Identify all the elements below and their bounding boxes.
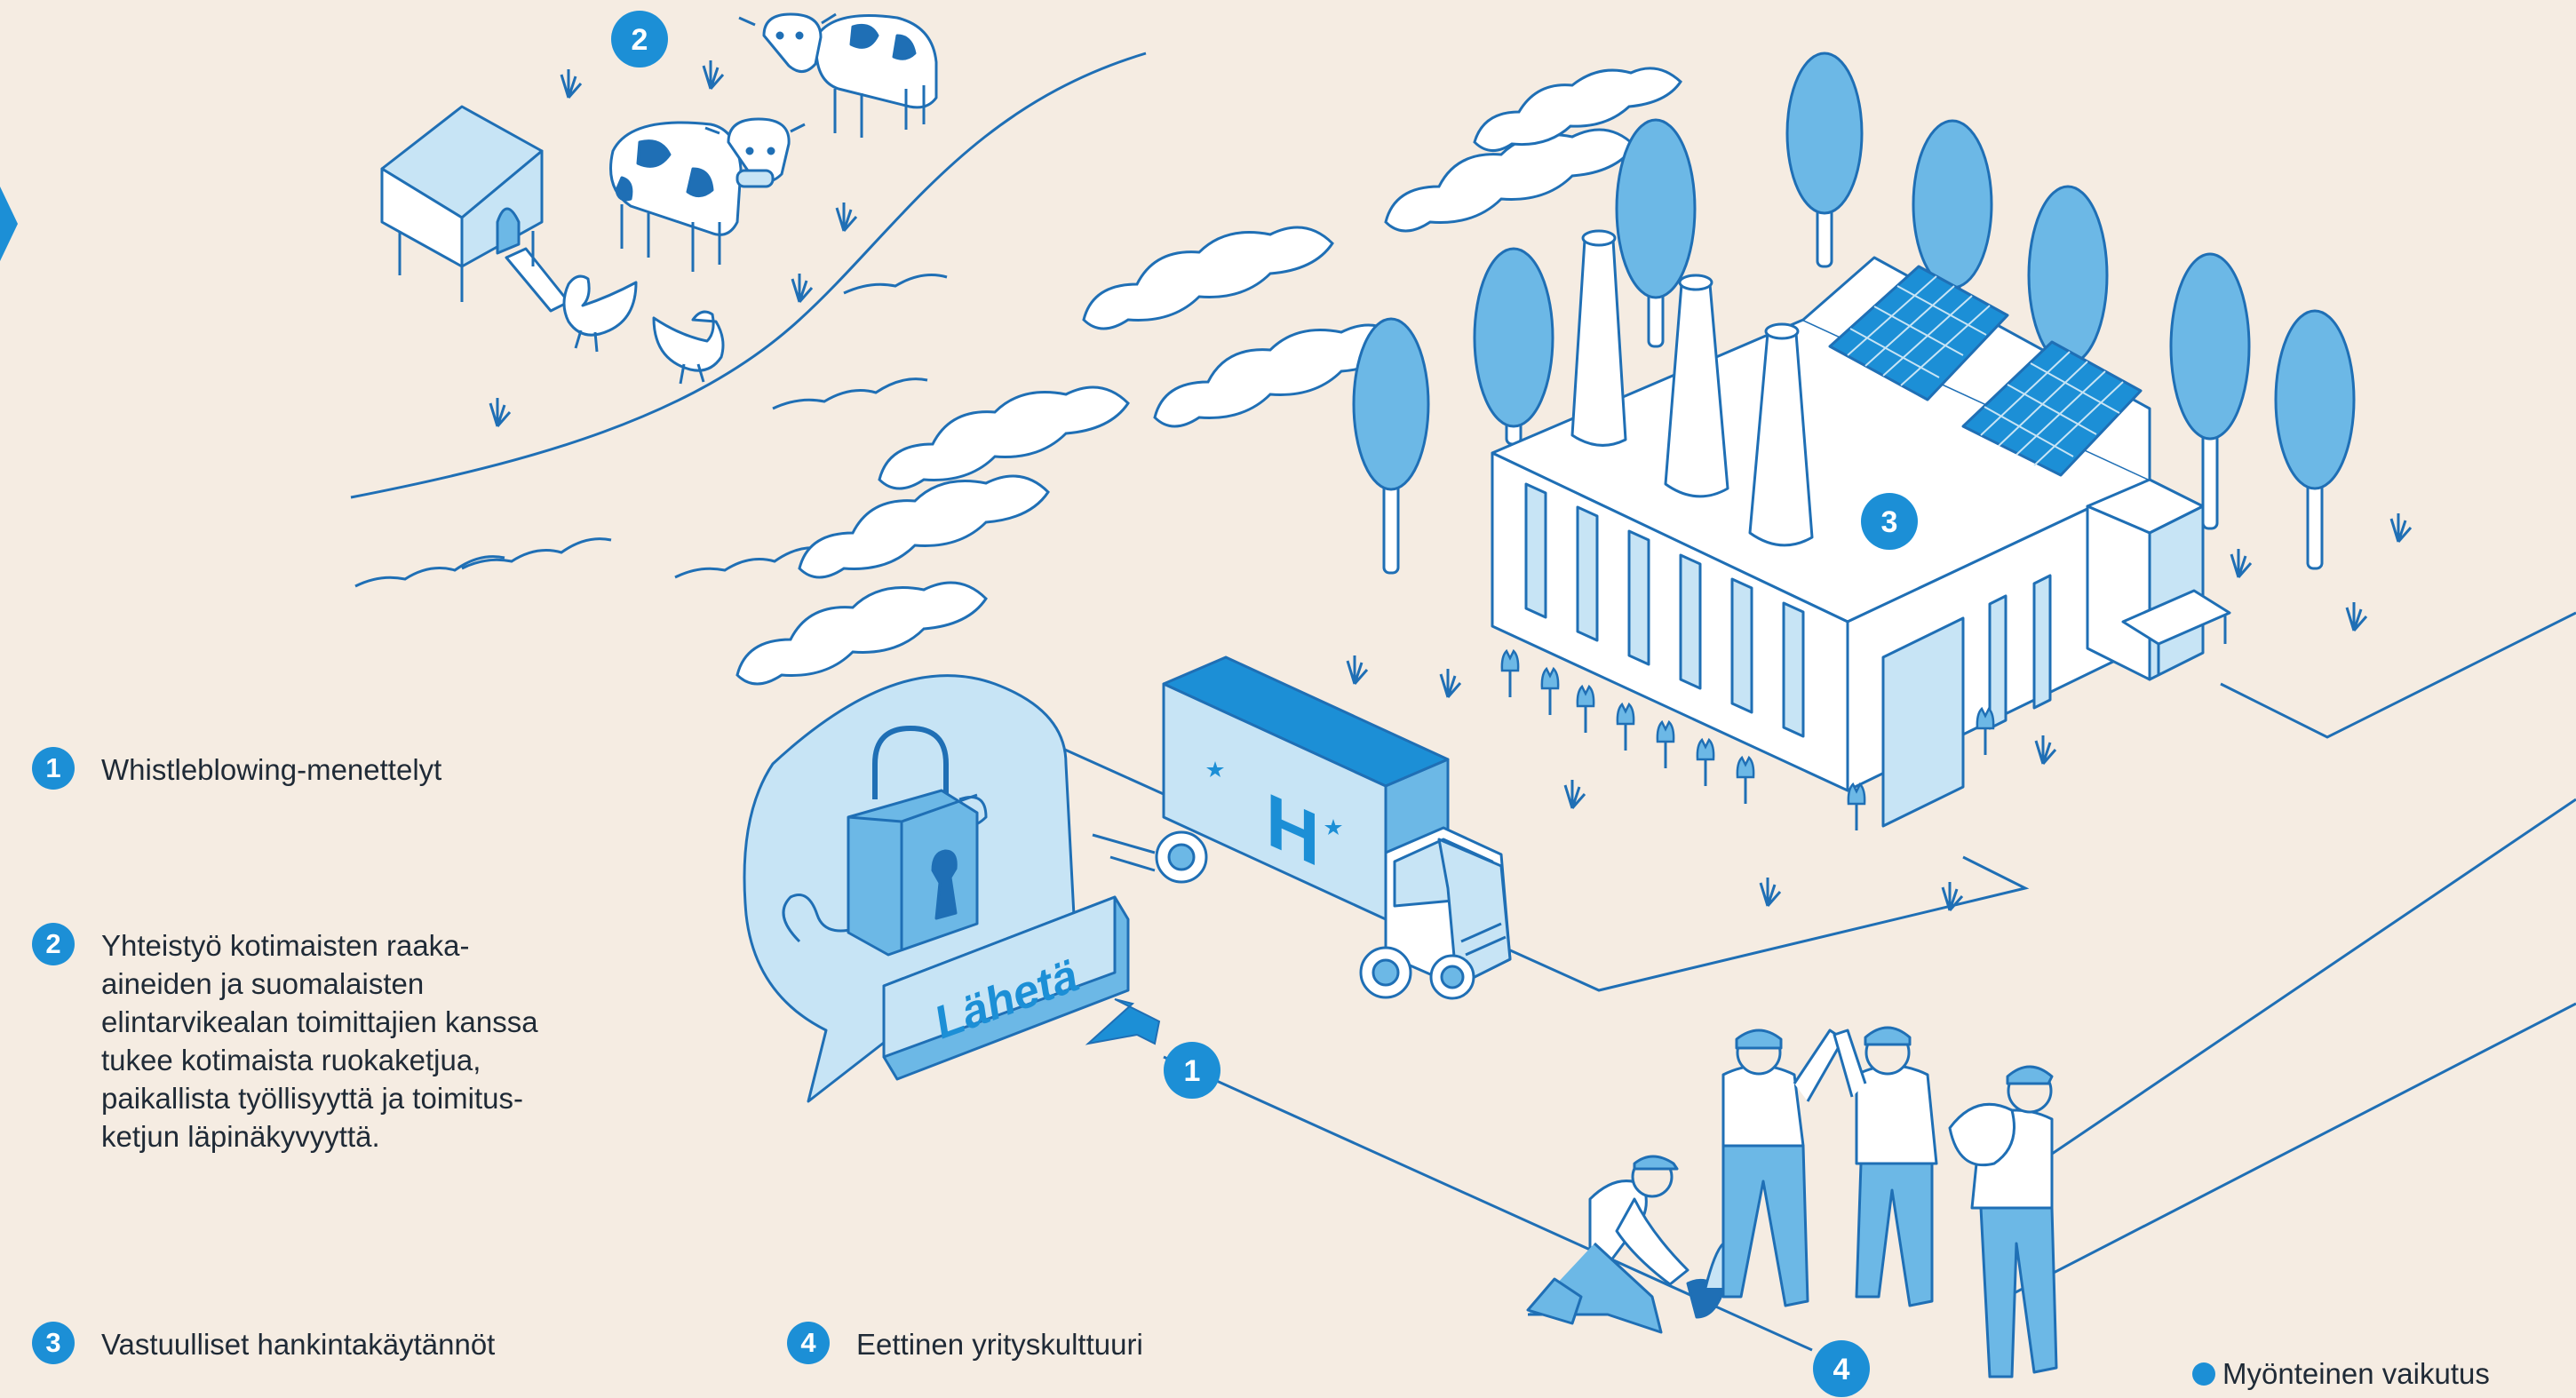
workers bbox=[1526, 1026, 2058, 1378]
worker-high-five-left bbox=[1721, 1029, 1845, 1307]
marker-1: 1 bbox=[1164, 1042, 1220, 1099]
cow-back bbox=[738, 12, 938, 138]
lock-icon bbox=[847, 726, 979, 957]
legend-positive-label: Myönteinen vaikutus bbox=[2222, 1357, 2490, 1390]
field-lines bbox=[350, 52, 1147, 588]
chickens bbox=[562, 274, 725, 385]
left-edge-marker bbox=[0, 187, 18, 261]
worker-carrying bbox=[1948, 1065, 2058, 1378]
legend-item-3: 3 Vastuulliset hankintakäytännöt bbox=[32, 1322, 496, 1364]
marker-2: 2 bbox=[611, 11, 668, 68]
delivery-truck: H bbox=[1092, 655, 1512, 1000]
meadow-grass bbox=[489, 59, 858, 428]
svg-text:4: 4 bbox=[1833, 1353, 1850, 1386]
cow-front bbox=[609, 117, 806, 272]
legend-number-2: 2 bbox=[32, 923, 75, 965]
legend-text-2: Yhteistyö kotimaisten raaka- aineiden ja… bbox=[101, 929, 538, 1153]
cursor-arrow-icon bbox=[1085, 998, 1161, 1045]
positive-impact-dot-icon bbox=[2192, 1362, 2215, 1386]
legend-number-1: 1 bbox=[32, 747, 75, 790]
worker-kneeling bbox=[1526, 1155, 1729, 1334]
scene-markers: 1 2 3 4 bbox=[611, 11, 1918, 1397]
cows bbox=[609, 12, 938, 272]
chicken-coop bbox=[380, 105, 570, 313]
legend-text-3: Vastuulliset hankintakäytännöt bbox=[101, 1328, 496, 1361]
legend-positive-impact: Myönteinen vaikutus bbox=[2192, 1357, 2490, 1391]
svg-text:1: 1 bbox=[1184, 1054, 1201, 1088]
legend-item-4: 4 Eettinen yrityskulttuuri bbox=[787, 1322, 1143, 1364]
legend-item-2: 2 Yhteistyö kotimaisten raaka- aineiden … bbox=[32, 923, 538, 1156]
send-button[interactable]: Lähetä bbox=[882, 895, 1130, 1081]
svg-text:2: 2 bbox=[632, 23, 648, 57]
legend-text-4: Eettinen yrityskulttuuri bbox=[856, 1328, 1143, 1361]
legend-text-1: Whistleblowing-menettelyt bbox=[101, 753, 442, 786]
legend-number-3: 3 bbox=[32, 1322, 75, 1364]
worker-high-five-right bbox=[1833, 1026, 1938, 1307]
clouds bbox=[735, 67, 1682, 686]
factory bbox=[1491, 229, 2231, 828]
marker-4: 4 bbox=[1813, 1340, 1870, 1397]
svg-text:3: 3 bbox=[1881, 505, 1898, 539]
legend-item-1: 1 Whistleblowing-menettelyt bbox=[32, 747, 442, 790]
marker-3: 3 bbox=[1861, 493, 1918, 550]
legend-number-4: 4 bbox=[787, 1322, 830, 1364]
